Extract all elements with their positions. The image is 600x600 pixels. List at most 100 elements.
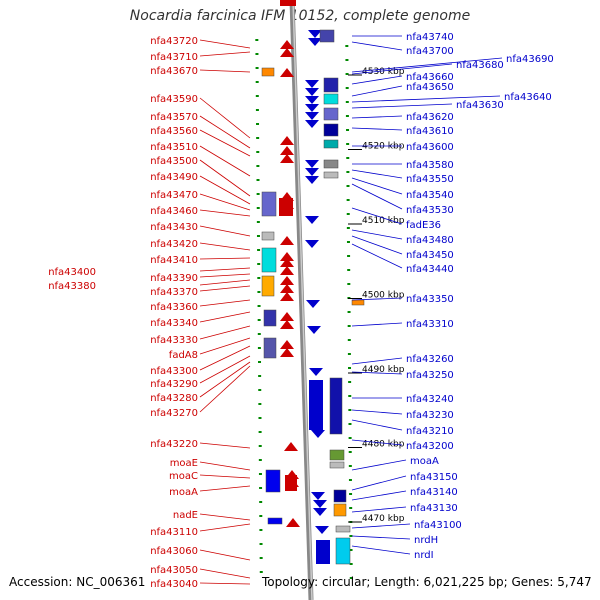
gene-label-left: nfa43370	[150, 287, 198, 298]
right-label-connector	[351, 371, 403, 375]
right-label-connector	[351, 459, 407, 471]
left-labels: nfa43720nfa43710nfa43670nfa43590nfa43570…	[48, 36, 251, 590]
gene-label-right: nfa43480	[406, 235, 454, 246]
gene-label-right: nfa43660	[406, 72, 454, 83]
right-label-connector	[351, 85, 403, 97]
gene-label-left: nfa43060	[150, 546, 198, 557]
left-label-connector	[199, 209, 251, 217]
scale-label: 4500 kbp	[362, 291, 405, 301]
gene-arrow-reverse	[308, 30, 322, 38]
left-label-connector	[199, 311, 251, 323]
gene-arrow-reverse	[311, 492, 325, 500]
scale-label: 4520 kbp	[362, 142, 405, 152]
gene-label-left: nfa43590	[150, 94, 198, 105]
left-label-connector	[199, 461, 251, 471]
gene-label-left: nfa43050	[150, 565, 198, 576]
gene-label-left: nfa43460	[150, 206, 198, 217]
left-label-connector	[199, 193, 251, 211]
left-label-connector	[199, 51, 251, 57]
right-label-connector	[351, 506, 407, 513]
right-label-connector	[351, 183, 403, 210]
gene-arrow-reverse	[309, 380, 323, 430]
left-label-connector	[199, 365, 251, 413]
left-label-connector	[199, 145, 251, 177]
gene-arrow-forward	[279, 198, 293, 216]
gene-box	[329, 461, 345, 469]
gene-arrow-forward	[285, 475, 297, 491]
gene-label-left: nfa43340	[150, 318, 198, 329]
gene-arrow-forward	[280, 348, 294, 357]
gene-box	[263, 309, 277, 327]
right-label-connector	[351, 439, 403, 446]
right-label-connector	[351, 475, 407, 491]
gene-box	[329, 377, 343, 435]
gene-label-left: nfa43360	[150, 302, 198, 313]
right-label-connector	[351, 490, 407, 501]
left-label-connector	[199, 97, 251, 139]
gene-label-right: nfa43450	[406, 250, 454, 261]
right-label-connector	[351, 75, 403, 85]
gene-label-right: nfa43610	[406, 126, 454, 137]
gene-box	[263, 337, 277, 359]
gene-arrow-forward	[280, 154, 294, 163]
gene-box	[267, 517, 283, 525]
gene-label-right: nfa43740	[406, 32, 454, 43]
gene-label-left: nfa43470	[150, 190, 198, 201]
left-label-connector	[199, 325, 251, 340]
gene-label-left: nfa43570	[150, 112, 198, 123]
gene-label-left: moaC	[169, 471, 198, 482]
gene-label-left: moaA	[169, 487, 198, 498]
genome-info-text: Topology: circular; Length: 6,021,225 bp…	[262, 575, 592, 589]
gene-arrow-forward	[280, 284, 294, 293]
left-label-connector	[199, 159, 251, 197]
gene-box	[335, 525, 351, 533]
scale-label: 4470 kbp	[362, 514, 405, 524]
gene-arrow-forward	[280, 0, 296, 6]
gene-label-left: nfa43270	[150, 408, 198, 419]
scale-label: 4530 kbp	[362, 67, 405, 77]
gene-label-right: nfa43700	[406, 46, 454, 57]
gene-label-right: nfa43100	[414, 520, 462, 531]
gene-box	[261, 67, 275, 77]
gene-arrow-reverse	[305, 104, 319, 112]
gene-arrow-forward	[280, 236, 294, 245]
gene-arrow-reverse	[305, 88, 319, 96]
right-label-connector	[351, 545, 411, 555]
gene-box	[323, 77, 339, 93]
map-title: Nocardia farcinica IFM 10152, complete g…	[129, 8, 471, 24]
gene-arrow-reverse	[306, 300, 320, 308]
gene-label-left: nfa43290	[150, 379, 198, 390]
gene-arrow-reverse	[311, 430, 325, 438]
gene-arrow-reverse	[305, 120, 319, 128]
gene-box	[323, 93, 339, 105]
gene-arrow-forward	[280, 68, 294, 77]
right-label-connector	[351, 322, 403, 327]
left-label-connector	[199, 442, 251, 449]
gene-label-right: nfa43540	[406, 190, 454, 201]
gene-box	[329, 449, 345, 461]
gene-arrow-reverse	[308, 38, 322, 46]
gene-label-left: nfa43430	[150, 222, 198, 233]
gene-box	[265, 469, 281, 493]
right-label-connector	[351, 243, 403, 269]
gene-label-left: nfa43500	[150, 156, 198, 167]
gene-arrow-reverse	[313, 508, 327, 516]
gene-box	[323, 123, 339, 137]
right-label-connector	[351, 57, 503, 73]
gene-box	[335, 537, 351, 565]
gene-arrow-forward	[280, 40, 294, 49]
left-label-connector	[199, 513, 251, 521]
right-label-connector	[351, 127, 403, 131]
right-label-connector	[351, 357, 403, 365]
gene-arrow-forward	[280, 48, 294, 57]
gene-box	[319, 29, 335, 43]
gene-label-right: nfa43260	[406, 354, 454, 365]
gene-box	[323, 107, 339, 121]
left-label-connector	[199, 345, 251, 371]
right-label-connector	[351, 169, 403, 179]
gene-label-right: nfa43690	[506, 54, 554, 65]
gene-arrow-reverse	[309, 368, 323, 376]
left-label-connector	[199, 129, 251, 157]
gene-label-left: nfa43220	[150, 439, 198, 450]
gene-label-left: nfa43280	[150, 393, 198, 404]
